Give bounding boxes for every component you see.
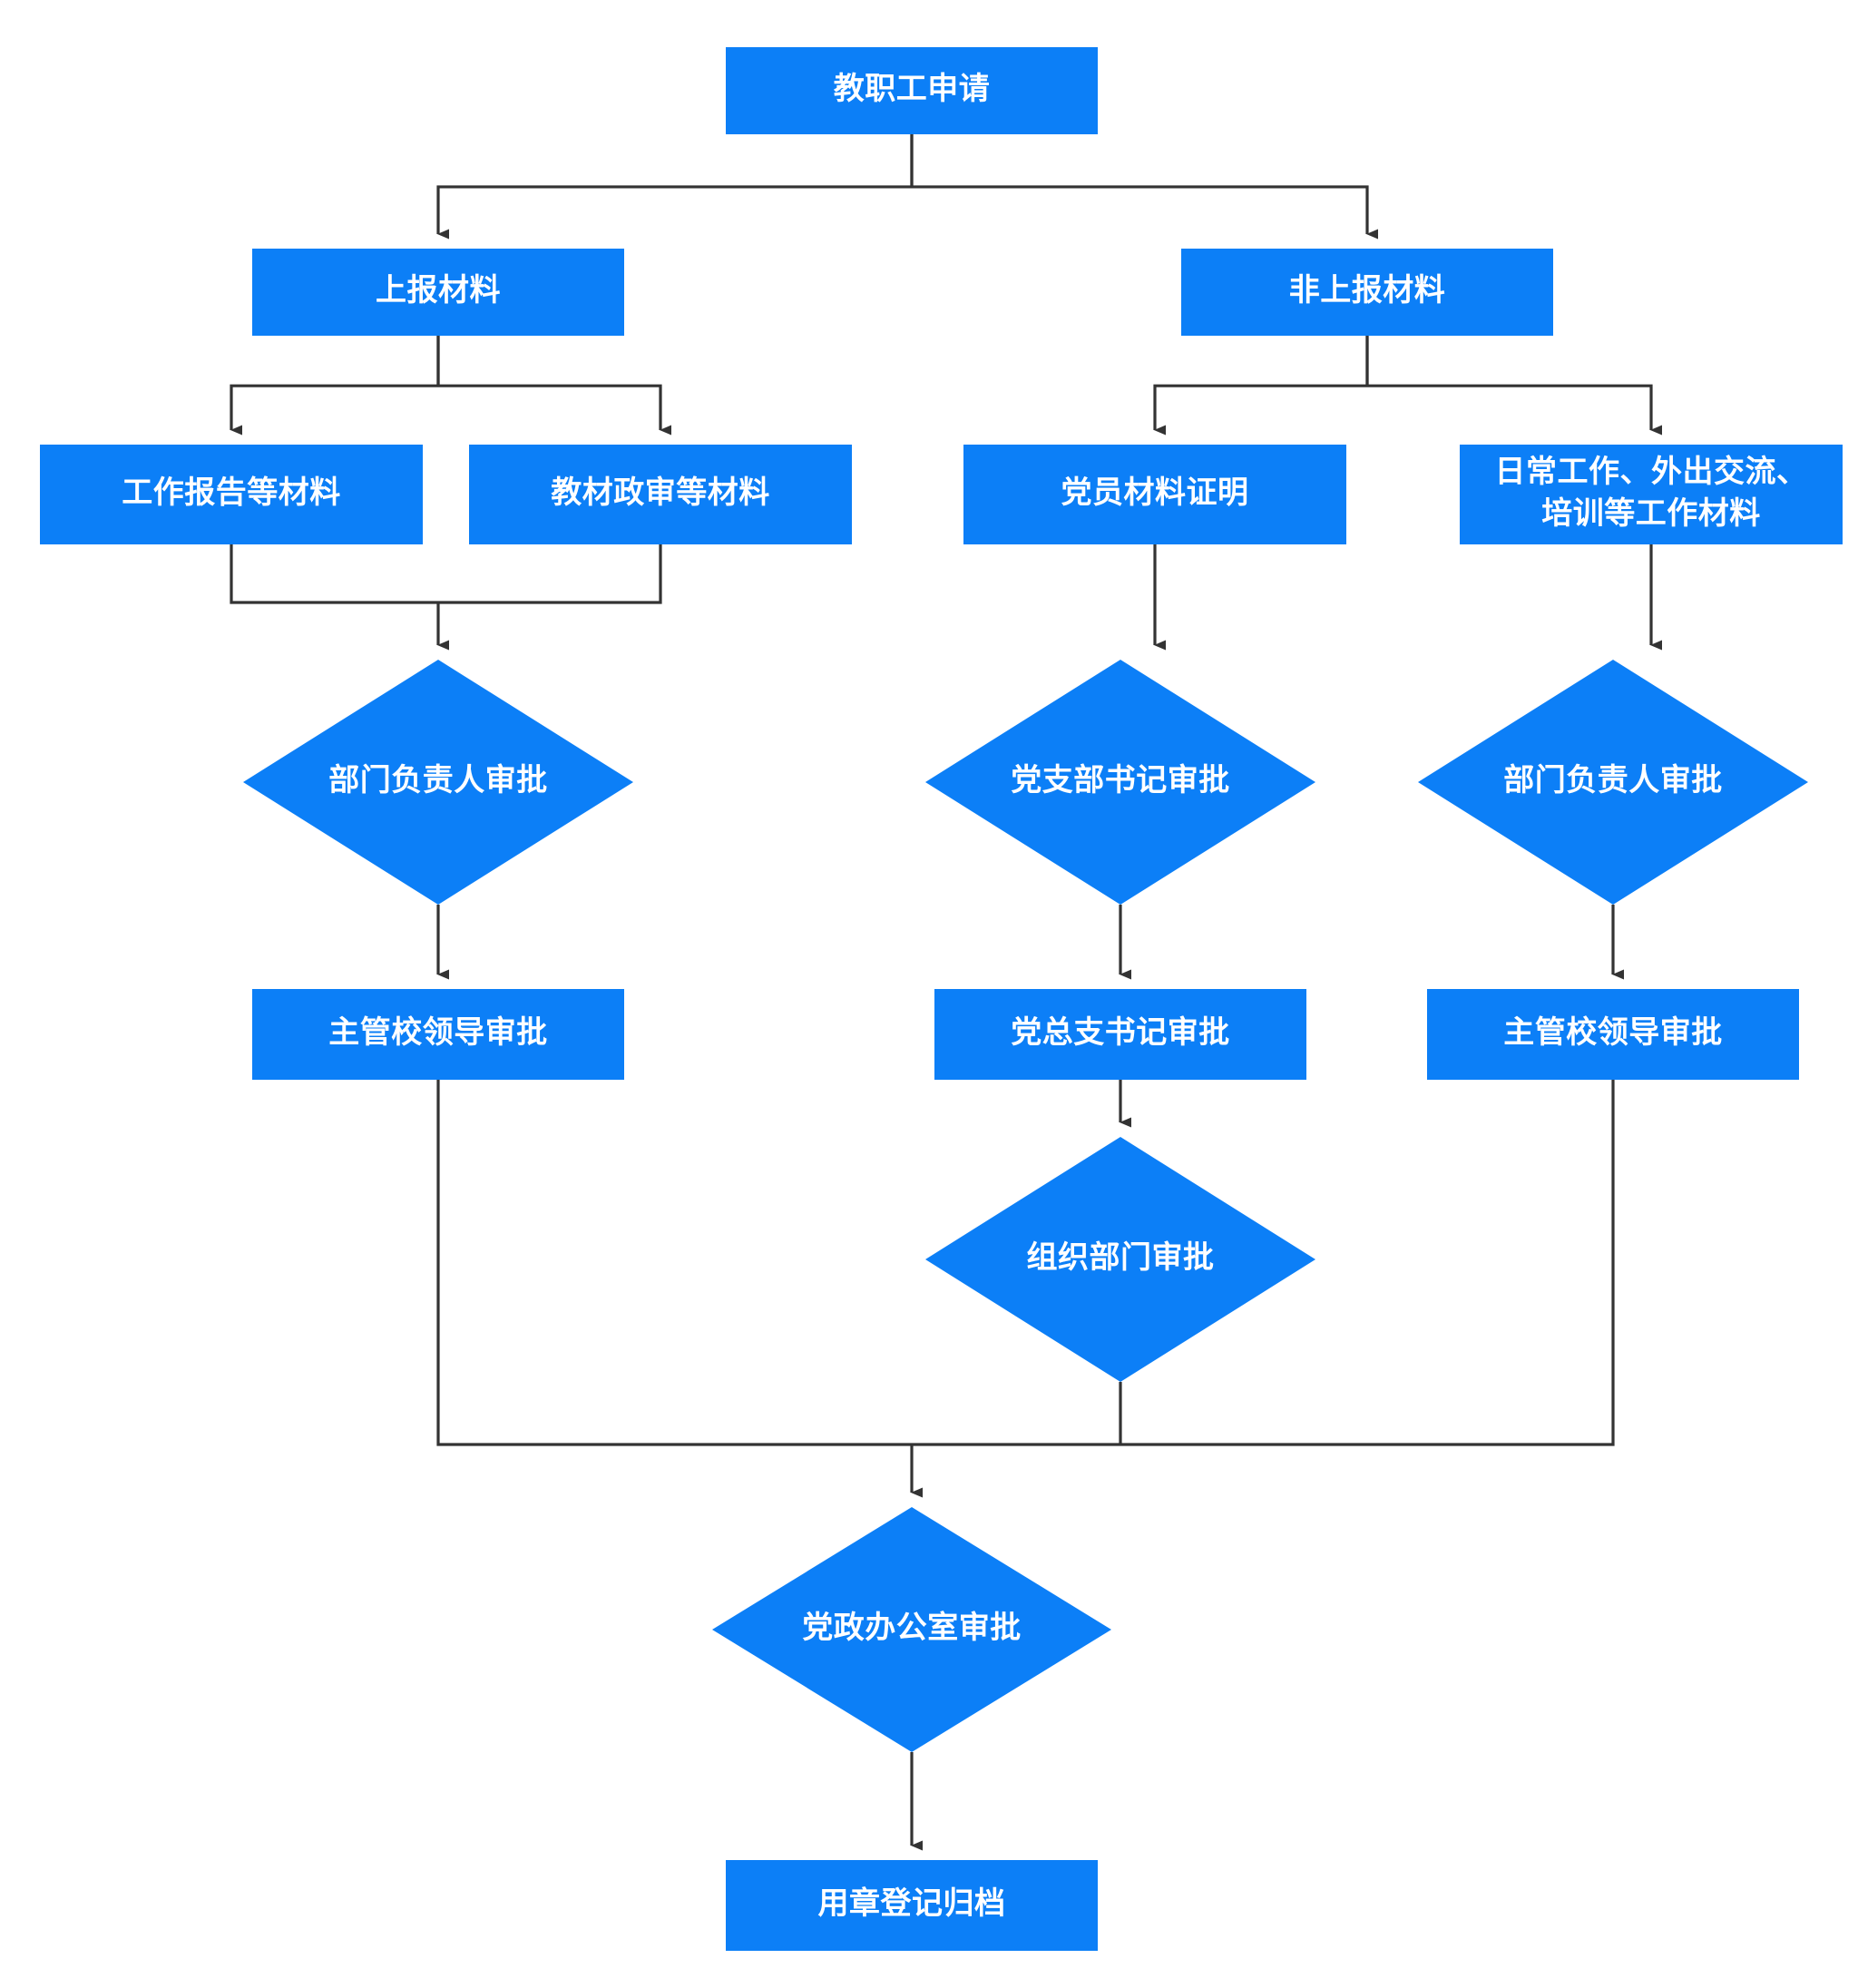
node-label: 日常工作、外出交流、 (1495, 454, 1808, 489)
node-label: 用章登记归档 (818, 1885, 1006, 1921)
process-node[interactable]: 主管校领导审批 (1427, 989, 1799, 1080)
process-node[interactable]: 用章登记归档 (726, 1860, 1098, 1951)
process-node[interactable]: 非上报材料 (1181, 249, 1553, 336)
node-label: 主管校领导审批 (1503, 1015, 1723, 1050)
node-shape-rect (726, 47, 1098, 134)
decision-node[interactable]: 党政办公室审批 (712, 1507, 1111, 1752)
node-label: 教材政审等材料 (551, 475, 770, 510)
decision-node[interactable]: 党支部书记审批 (925, 660, 1315, 905)
node-label: 组织部门审批 (1027, 1240, 1215, 1275)
node-label: 部门负责人审批 (328, 763, 548, 798)
connector-line (230, 384, 438, 436)
node-label: 党政办公室审批 (802, 1610, 1022, 1645)
node-shape-rect (963, 445, 1346, 544)
node-label: 工作报告等材料 (122, 475, 341, 510)
decision-node[interactable]: 部门负责人审批 (243, 660, 633, 905)
connector-line (912, 1080, 1615, 1446)
connector-line (438, 384, 671, 436)
node-shape-rect (1181, 249, 1553, 336)
process-node[interactable]: 教职工申请 (726, 47, 1098, 134)
connector-line (230, 544, 438, 604)
connector-line (438, 544, 662, 604)
node-label: 部门负责人审批 (1503, 763, 1723, 798)
node-shape-diamond (925, 1137, 1315, 1382)
connector-layer (230, 134, 1662, 1851)
process-node[interactable]: 党员材料证明 (963, 445, 1346, 544)
node-label: 主管校领导审批 (328, 1015, 548, 1050)
node-label: 党总支书记审批 (1011, 1015, 1230, 1050)
connector-line (1367, 384, 1662, 436)
connector-line (1153, 384, 1367, 436)
connector-line (912, 185, 1378, 240)
node-shape-diamond (712, 1507, 1111, 1752)
node-label: 教职工申请 (834, 72, 991, 106)
node-shape-rect (1460, 445, 1843, 544)
node-shape-diamond (925, 660, 1315, 905)
node-shape-diamond (243, 660, 633, 905)
process-node[interactable]: 上报材料 (252, 249, 624, 336)
node-label: 党支部书记审批 (1011, 763, 1230, 798)
node-label: 培训等工作材料 (1541, 496, 1761, 531)
decision-node[interactable]: 部门负责人审批 (1418, 660, 1808, 905)
decision-node[interactable]: 组织部门审批 (925, 1137, 1315, 1382)
node-shape-rect (40, 445, 423, 544)
node-label: 上报材料 (376, 273, 501, 308)
node-shape-rect (469, 445, 852, 544)
node-label: 非上报材料 (1289, 273, 1446, 308)
node-shape-rect (252, 989, 624, 1080)
node-shape-rect (1427, 989, 1799, 1080)
process-node[interactable]: 日常工作、外出交流、培训等工作材料 (1460, 445, 1843, 544)
node-shape-rect (934, 989, 1306, 1080)
node-label: 党员材料证明 (1061, 475, 1249, 510)
process-node[interactable]: 主管校领导审批 (252, 989, 624, 1080)
connector-line (436, 1080, 912, 1446)
connector-line (436, 185, 912, 240)
node-shape-rect (252, 249, 624, 336)
process-node[interactable]: 党总支书记审批 (934, 989, 1306, 1080)
node-shape-diamond (1418, 660, 1808, 905)
node-shape-rect (726, 1860, 1098, 1951)
process-node[interactable]: 教材政审等材料 (469, 445, 852, 544)
process-node[interactable]: 工作报告等材料 (40, 445, 423, 544)
